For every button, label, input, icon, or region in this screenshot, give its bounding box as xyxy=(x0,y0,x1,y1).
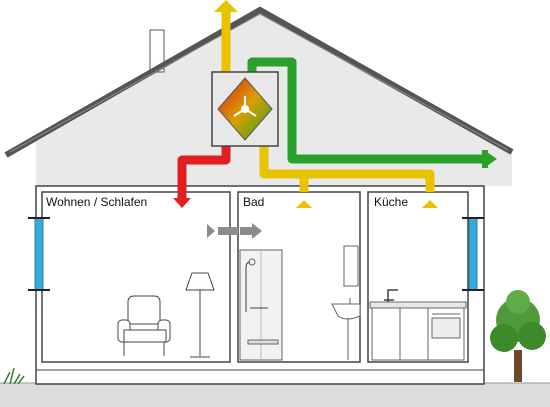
window-right xyxy=(462,217,484,291)
window-left xyxy=(28,217,50,291)
kitchen-counter-icon xyxy=(369,301,467,361)
kitchen-extract-arrow xyxy=(422,200,438,208)
fan-icon xyxy=(233,96,257,117)
exhaust-outlet-arrow xyxy=(214,0,238,12)
floor-lamp-icon xyxy=(185,272,215,358)
armchair-icon xyxy=(117,295,171,356)
mirror-icon xyxy=(343,245,359,287)
bath-extract-arrow xyxy=(296,200,312,208)
faucet-icon xyxy=(384,289,398,302)
ground xyxy=(0,383,550,407)
living-supply-arrow xyxy=(173,198,191,208)
tree-icon xyxy=(490,290,546,382)
grass-icon xyxy=(3,367,25,385)
room-label-living: Wohnen / Schlafen xyxy=(46,195,148,209)
exhaust-duct xyxy=(214,0,238,72)
shower-icon xyxy=(239,249,283,361)
room-label-kitchen: Küche xyxy=(374,195,409,209)
roof xyxy=(4,6,514,158)
outdoor-air-duct xyxy=(247,57,497,168)
washbasin-icon xyxy=(331,298,361,360)
supply-duct xyxy=(173,146,231,208)
extract-duct xyxy=(259,146,438,208)
room-label-bath: Bad xyxy=(243,195,265,209)
transfer-air-arrows xyxy=(207,223,262,239)
heat-recovery-unit-icon xyxy=(211,71,279,147)
